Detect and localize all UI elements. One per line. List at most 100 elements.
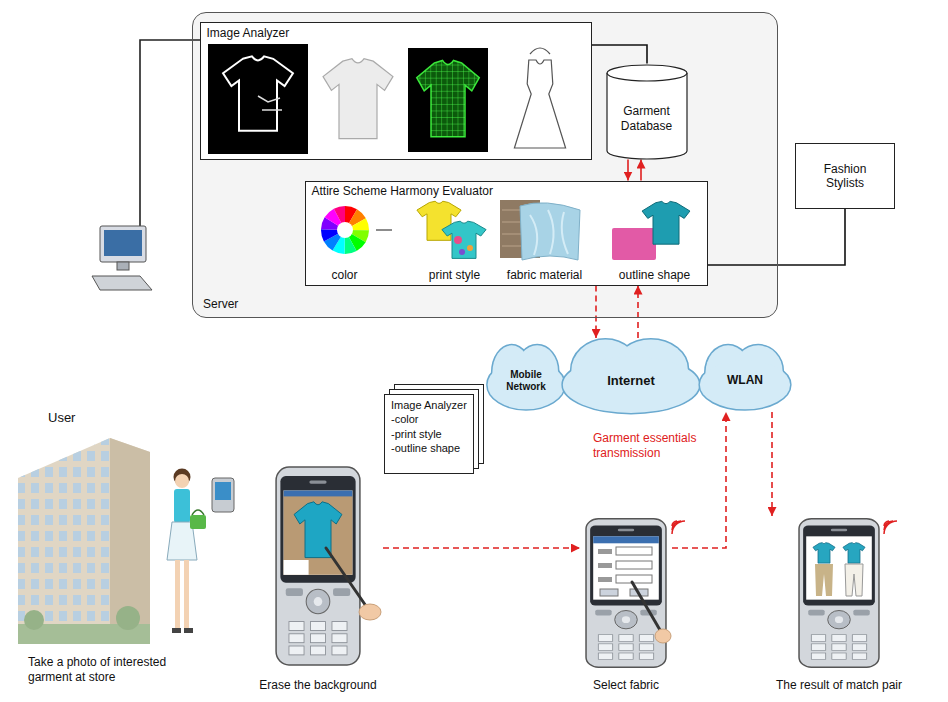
box-fill — [193, 13, 778, 318]
connector-arrow — [708, 209, 846, 265]
garment-images — [208, 44, 308, 154]
computer-icon — [100, 226, 146, 262]
phone-2 — [616, 561, 652, 569]
evaluator-images — [459, 249, 465, 255]
caption: Erase the background — [259, 678, 376, 692]
user-figure — [172, 628, 181, 633]
phone-2 — [616, 575, 652, 583]
phone-3 — [845, 564, 863, 596]
caption: Select fabric — [593, 678, 659, 692]
box-label: Garment Database — [612, 104, 682, 133]
cyl-outline — [607, 65, 687, 81]
computer-icon — [92, 276, 152, 290]
color-wheel — [333, 218, 357, 242]
phone-screen: The result of match pair — [764, 516, 914, 698]
image-caption: fabric material — [507, 268, 582, 282]
garment-images — [323, 59, 393, 139]
evaluator-images — [612, 228, 656, 260]
garment-images — [223, 56, 293, 130]
user-figure — [167, 469, 234, 634]
phone-1 — [284, 560, 309, 575]
garment-images — [514, 60, 565, 148]
user-figure — [192, 510, 204, 515]
user-figure — [184, 560, 189, 630]
box-label: WLAN — [727, 373, 763, 387]
network-cloud: WLAN — [698, 344, 792, 412]
network-cloud: Internet — [560, 338, 702, 416]
color-wheel — [333, 218, 357, 242]
phone-2 — [600, 589, 618, 596]
list-item: -print style — [391, 427, 442, 441]
phone-1 — [276, 467, 381, 665]
box-fill — [200, 22, 592, 160]
connector-arrow — [595, 286, 597, 339]
garment-images — [258, 96, 282, 110]
phone-2 — [593, 536, 659, 543]
image-caption: print style — [429, 268, 480, 282]
evaluator-images — [337, 200, 690, 260]
user-figure — [184, 628, 193, 633]
color-wheel — [333, 218, 357, 242]
box-label: Mobile Network — [499, 369, 553, 393]
connector-arrow — [637, 286, 639, 339]
color-wheel — [333, 218, 357, 242]
computer-icon — [104, 230, 142, 256]
module-box: Attire Scheme Harmony Evaluatorcolorprin… — [305, 181, 708, 286]
cloud-outline — [488, 360, 565, 409]
cloud-outline — [563, 357, 699, 413]
phone-3 — [799, 519, 897, 667]
evaluator-images — [520, 203, 580, 260]
evaluator-images — [442, 221, 486, 258]
store-building — [110, 438, 150, 644]
color-wheel — [333, 218, 357, 242]
image-caption: outline shape — [619, 268, 690, 282]
phone-3 — [799, 519, 879, 667]
evaluator-images — [454, 236, 462, 244]
pages-outline — [385, 395, 474, 474]
store-building — [18, 438, 110, 644]
phone-2 — [586, 519, 685, 667]
color-wheel — [333, 218, 357, 242]
garment-images — [408, 48, 488, 152]
phone-3 — [884, 521, 897, 534]
evaluator-images — [337, 222, 353, 238]
list-item: -color — [391, 412, 419, 426]
phone-1 — [284, 490, 353, 496]
user-figure — [215, 482, 231, 500]
cyl-outline — [607, 73, 687, 159]
phone-1 — [276, 467, 360, 665]
garment-images — [208, 44, 566, 154]
stacked-pages: Image Analyzer-color-print style-outline… — [384, 384, 484, 474]
computer-icon — [92, 40, 200, 290]
box-label: Internet — [607, 373, 655, 389]
evaluator-images — [530, 210, 568, 255]
cloud-outline — [488, 360, 565, 409]
color-wheel — [333, 218, 357, 242]
phone-1 — [326, 548, 366, 606]
phone-3 — [843, 543, 865, 563]
phone-1 — [284, 490, 353, 574]
color-wheel — [333, 218, 357, 242]
phone-2 — [586, 519, 666, 667]
store-building — [18, 438, 150, 644]
server-box: ServerImage AnalyzerGarment DatabaseAtti… — [192, 12, 778, 318]
user-figure — [212, 478, 234, 512]
user-figure — [190, 515, 206, 529]
phone-2 — [598, 549, 612, 554]
connector-arrow — [640, 160, 642, 181]
phone-3 — [813, 543, 835, 563]
cloud-outline — [563, 357, 699, 413]
connector-arrow — [592, 45, 648, 64]
actor-box: Fashion Stylists — [795, 143, 895, 209]
phone-3 — [815, 564, 833, 596]
computer-icon — [140, 40, 200, 226]
box-heading: Server — [203, 297, 238, 311]
store-building — [116, 606, 140, 630]
image-caption: color — [331, 268, 357, 282]
color-wheel — [333, 218, 357, 242]
